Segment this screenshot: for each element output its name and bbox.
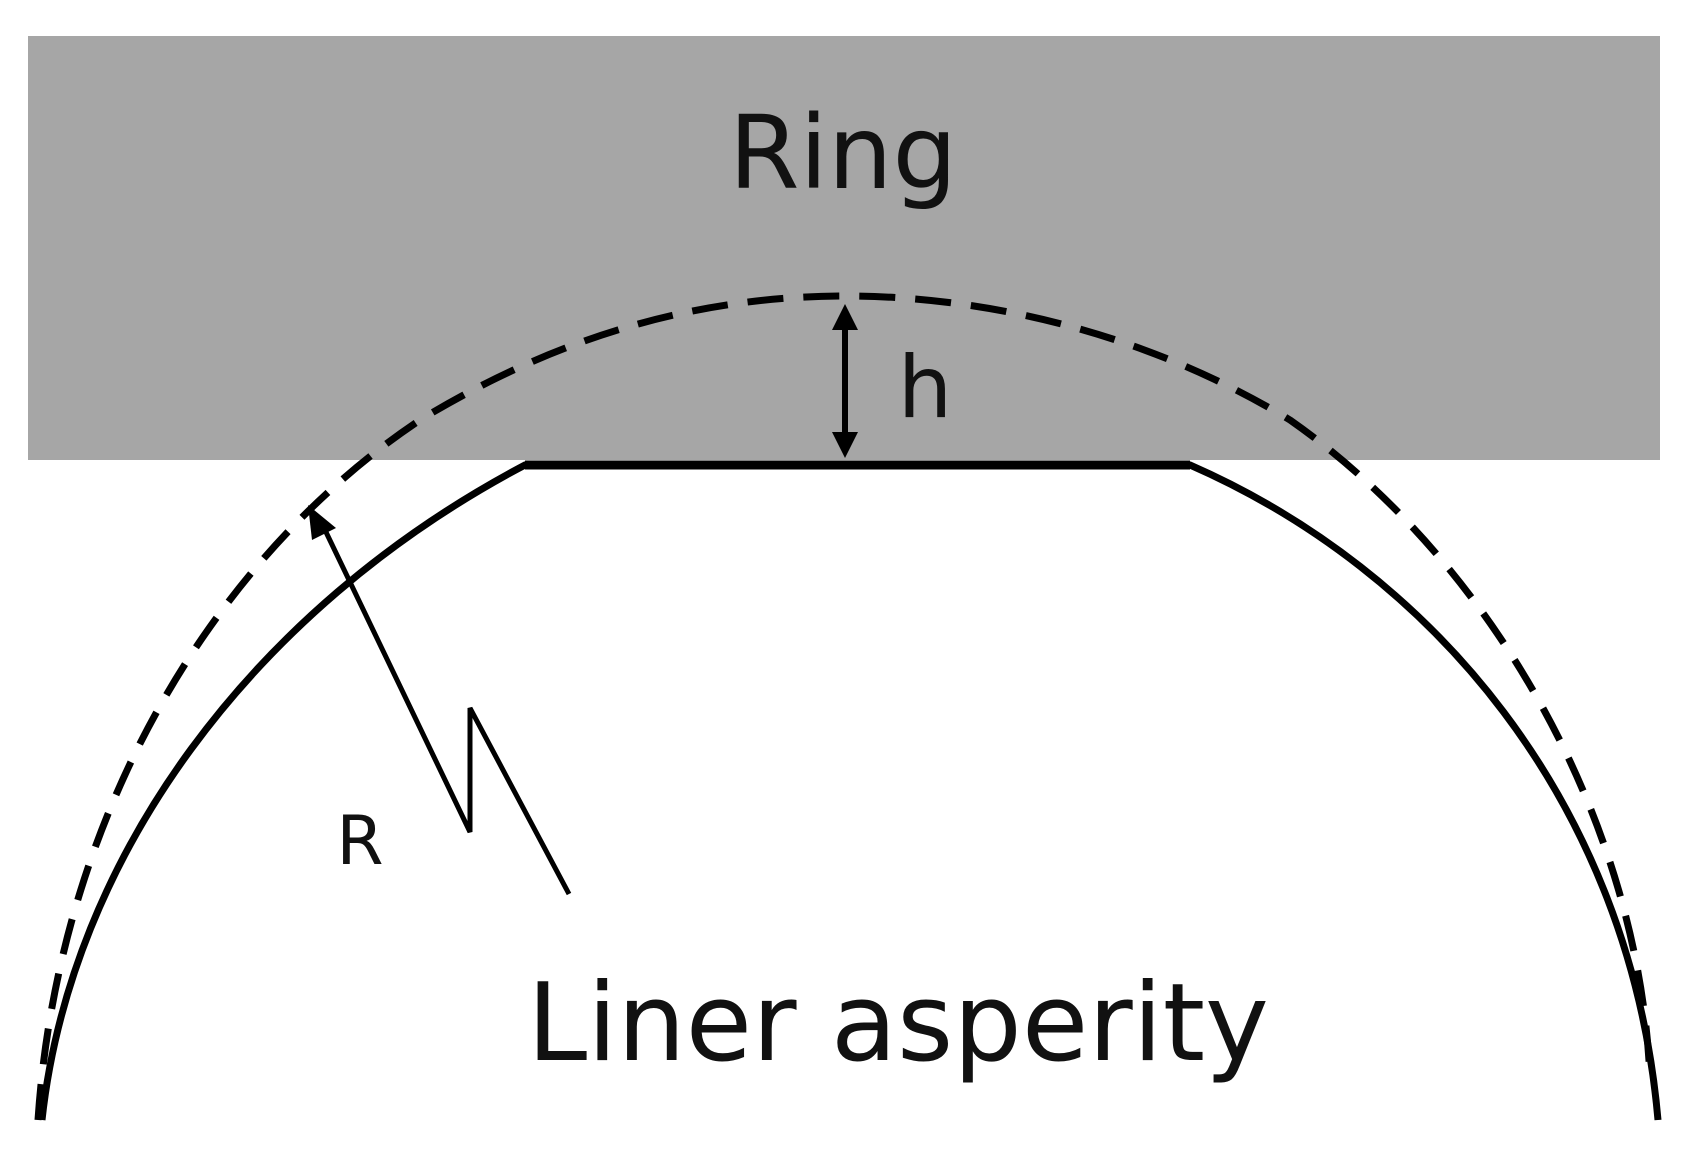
gap-h-label: h (898, 338, 953, 438)
radius-r-label: R (336, 802, 383, 881)
liner-asperity-label: Liner asperity (527, 961, 1269, 1086)
radius-arrow (308, 505, 572, 896)
gap-h-arrow (832, 304, 858, 458)
undeformed-asperity-profile (34, 292, 1654, 1121)
ring-label: Ring (729, 94, 958, 213)
